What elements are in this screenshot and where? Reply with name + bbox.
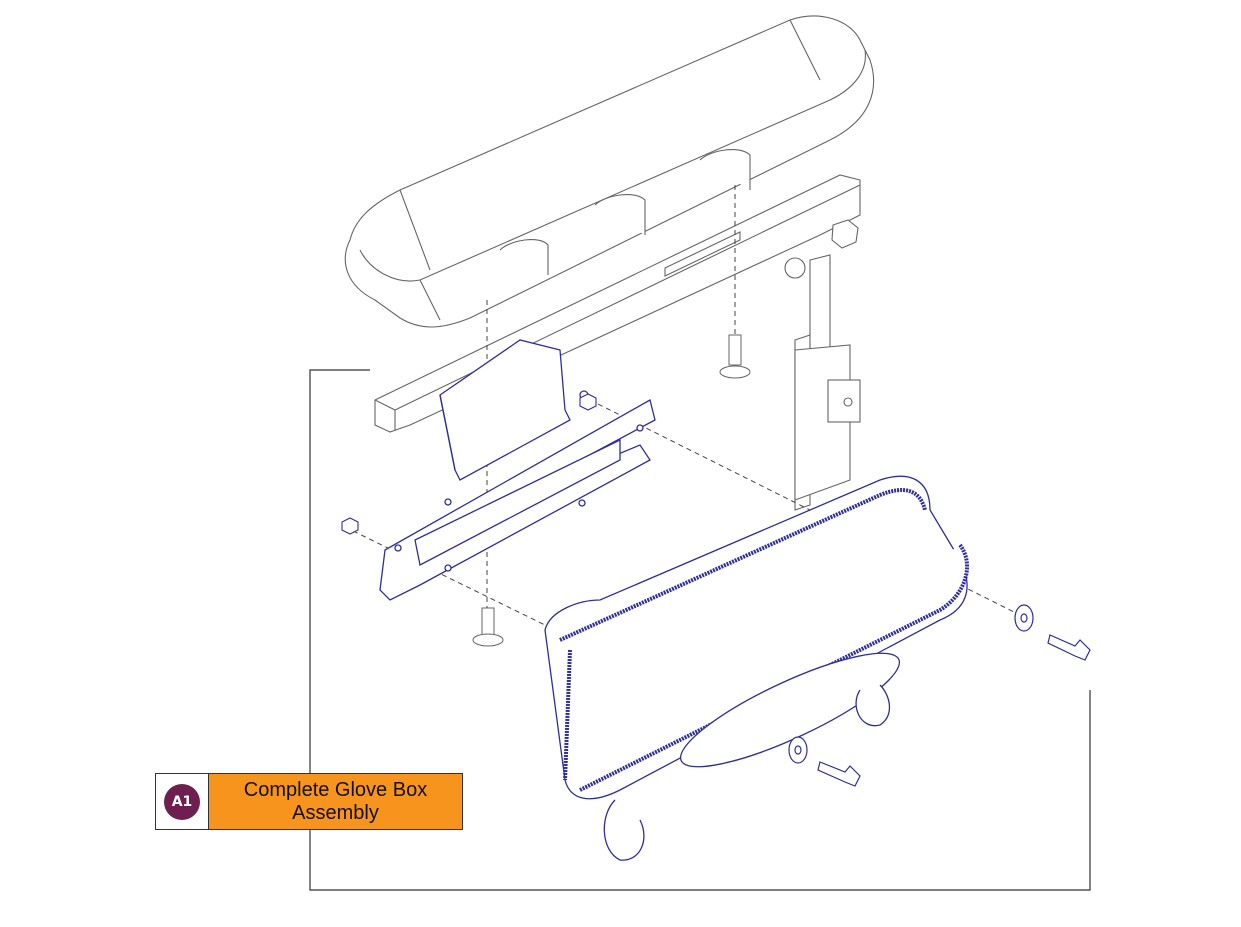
callout-label-line2: Assembly — [292, 801, 379, 824]
frame-bolts — [472, 334, 751, 647]
hex-nuts — [341, 393, 597, 535]
callout-badge-cell: A1 — [156, 774, 209, 829]
armrest-pad — [344, 15, 875, 328]
glove-box-fasteners — [788, 604, 1091, 787]
callout-label-line1: Complete Glove Box — [243, 778, 428, 801]
part-number-badge: A1 — [164, 783, 200, 820]
glove-box-callout[interactable]: A1 Complete Glove Box Assembly — [155, 773, 463, 830]
assembly-group-outline — [309, 369, 1091, 891]
callout-label: Complete Glove Box Assembly — [209, 774, 462, 829]
glove-box-bracket — [379, 339, 656, 601]
glove-box — [544, 475, 970, 861]
